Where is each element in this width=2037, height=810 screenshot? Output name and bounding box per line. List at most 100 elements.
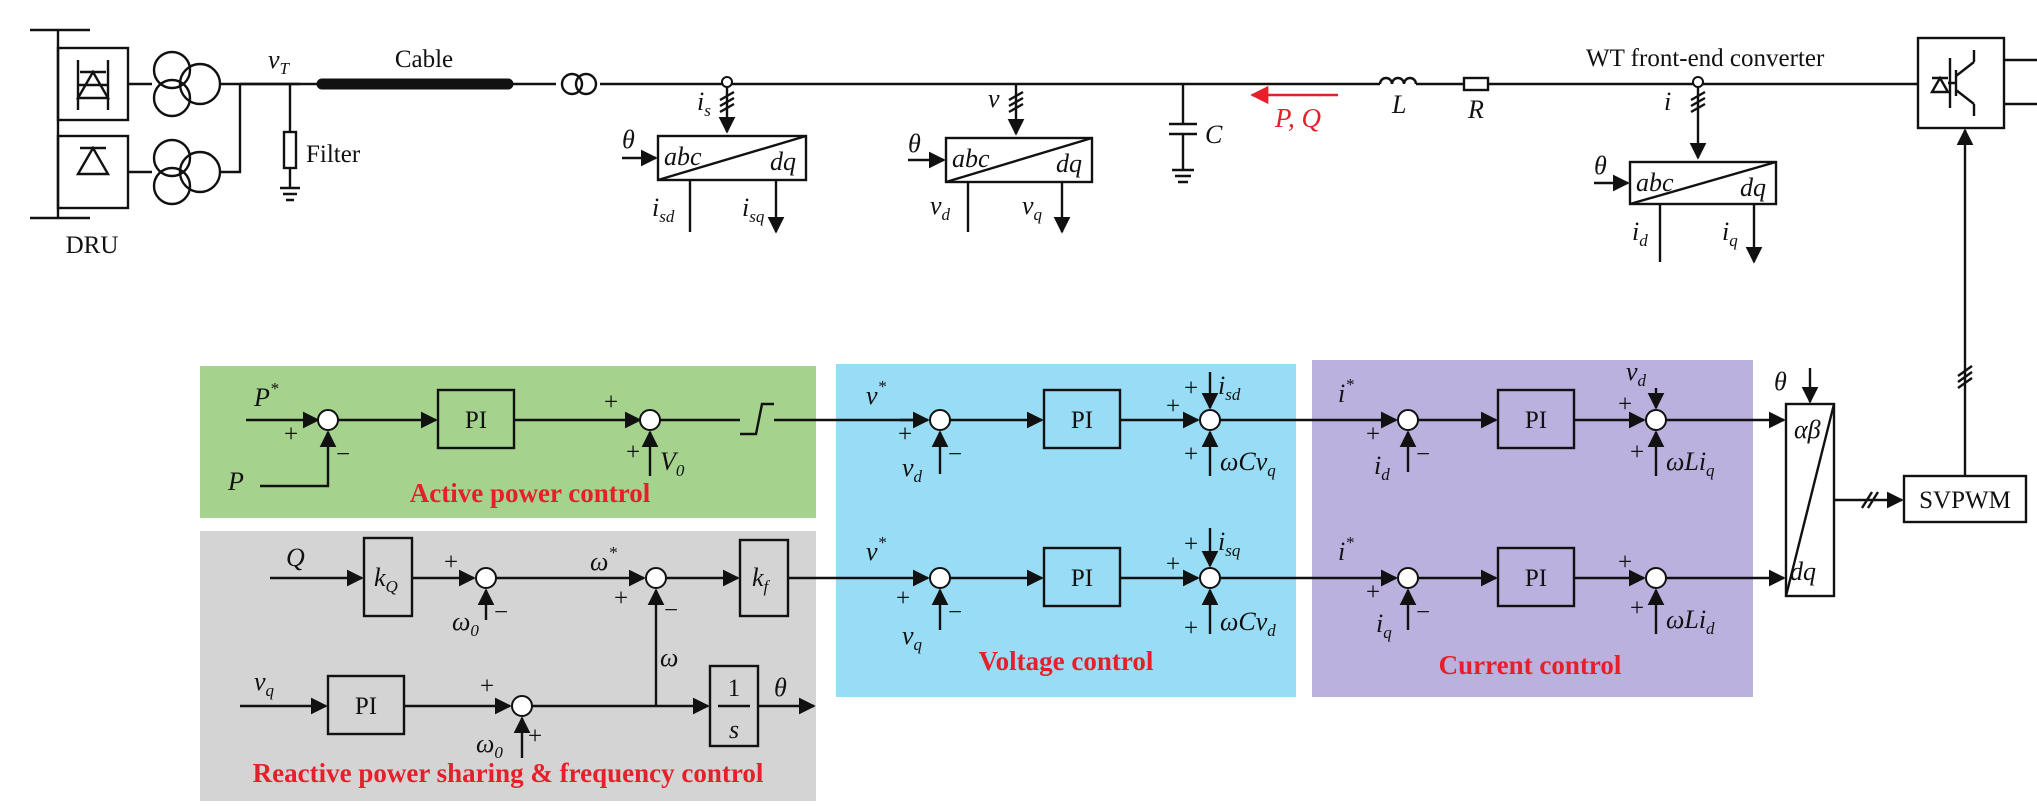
sign: +	[1366, 579, 1380, 606]
sum-vd-ff	[1645, 409, 1667, 431]
vd-fb: vd	[902, 453, 923, 486]
c-label: C	[1205, 120, 1223, 149]
sign: +	[1366, 421, 1380, 448]
p-ref-label: P*	[253, 379, 279, 412]
sign: +	[444, 549, 458, 576]
ff-iq: ωLid	[1666, 605, 1715, 638]
dq-label-2: dq	[1056, 149, 1082, 178]
sign: −	[336, 441, 350, 468]
alphabeta-label: αβ	[1794, 415, 1821, 444]
iq-fb: iq	[1376, 609, 1392, 642]
p-meas-label: P	[227, 467, 244, 496]
omega-label: ω	[660, 643, 678, 672]
reactive-power-title: Reactive power sharing & frequency contr…	[253, 758, 764, 788]
v-measure	[1007, 84, 1025, 136]
sign: −	[1416, 599, 1430, 626]
kf-label: kf	[752, 563, 771, 596]
capacitor	[1169, 84, 1197, 184]
id-ref: i*	[1338, 375, 1354, 408]
l-label: L	[1391, 90, 1406, 119]
p-meas-line	[260, 430, 337, 488]
theta-in-2: θ	[908, 129, 921, 158]
theta-in-1: θ	[622, 125, 635, 154]
sign: +	[1184, 441, 1198, 468]
active-power-title: Active power control	[410, 478, 651, 508]
converter-label: WT front-end converter	[1586, 45, 1825, 72]
dq-label-1: dq	[770, 147, 796, 176]
dru	[30, 28, 300, 220]
svpwm-label: SVPWM	[1919, 487, 2011, 514]
omega0-a: ω0	[452, 607, 479, 640]
isq-ff: isq	[1218, 527, 1241, 560]
pi-iq-label: PI	[1525, 565, 1547, 592]
ff-id: ωLiq	[1666, 447, 1715, 480]
sum-isd	[1199, 409, 1221, 431]
sign: +	[1166, 393, 1180, 420]
limiter	[660, 402, 920, 436]
vt-label: vT	[268, 45, 291, 78]
converter	[1916, 36, 2037, 130]
cable-label: Cable	[395, 46, 453, 73]
sign: −	[664, 597, 678, 624]
i-measure	[1689, 76, 1707, 160]
int-num: 1	[728, 675, 741, 702]
vq-in: vq	[254, 667, 275, 700]
r-label: R	[1467, 95, 1484, 124]
theta-in-3: θ	[1594, 151, 1607, 180]
pi-vq-label: PI	[1071, 565, 1093, 592]
q-label: Q	[286, 543, 305, 572]
int-den: s	[729, 715, 739, 744]
inductor	[1378, 76, 1418, 85]
pi-vd-label: PI	[1071, 407, 1093, 434]
id-out: id	[1632, 217, 1648, 250]
i-label: i	[1664, 87, 1671, 116]
vd-ref: v*	[866, 377, 887, 410]
sign: +	[1630, 595, 1644, 622]
pi-id-label: PI	[1525, 407, 1547, 434]
vq-out: vq	[1022, 191, 1043, 224]
sign: +	[1184, 375, 1198, 402]
sign: +	[1618, 549, 1632, 576]
sign: −	[948, 599, 962, 626]
is-label: is	[697, 87, 711, 120]
transformer	[560, 72, 584, 96]
isd-ff: isd	[1218, 371, 1241, 404]
omega0-b: ω0	[476, 729, 503, 762]
sum-vq	[929, 567, 951, 589]
abc-dq-block-2	[908, 136, 1094, 232]
isd-out: isd	[652, 193, 675, 226]
iq-out: iq	[1722, 217, 1738, 250]
filter-label: Filter	[306, 141, 361, 168]
abc-label-2: abc	[952, 144, 990, 173]
sign: +	[480, 673, 494, 700]
sum-p	[317, 409, 339, 431]
sign: +	[1184, 615, 1198, 642]
sign: +	[626, 439, 640, 466]
theta-mod: θ	[1774, 367, 1787, 396]
sum-vq-ff	[1645, 567, 1667, 589]
sum-v0	[639, 409, 661, 431]
pq-label: P, Q	[1274, 103, 1321, 133]
sign: +	[614, 585, 628, 612]
vd-ff: vd	[1626, 357, 1647, 390]
vq-fb: vq	[902, 621, 923, 654]
vq-ref: v*	[866, 533, 887, 566]
sum-iq	[1397, 567, 1419, 589]
sign: +	[604, 389, 618, 416]
abc-dq-block-3	[1594, 160, 1778, 262]
current-control-title: Current control	[1439, 650, 1622, 680]
isq-out: isq	[742, 193, 765, 226]
sum-omega	[645, 567, 667, 589]
vd-out: vd	[930, 191, 951, 224]
sign: +	[528, 723, 542, 750]
sum-omega0-a	[475, 567, 497, 589]
dq-label-3: dq	[1740, 173, 1766, 202]
sum-isq	[1199, 567, 1221, 589]
resistor	[1462, 76, 1490, 92]
sign: +	[1166, 551, 1180, 578]
sign: +	[284, 421, 298, 448]
sign: −	[948, 441, 962, 468]
active-power-region	[200, 366, 816, 518]
v0-label: V0	[660, 447, 685, 480]
sign: +	[1630, 439, 1644, 466]
